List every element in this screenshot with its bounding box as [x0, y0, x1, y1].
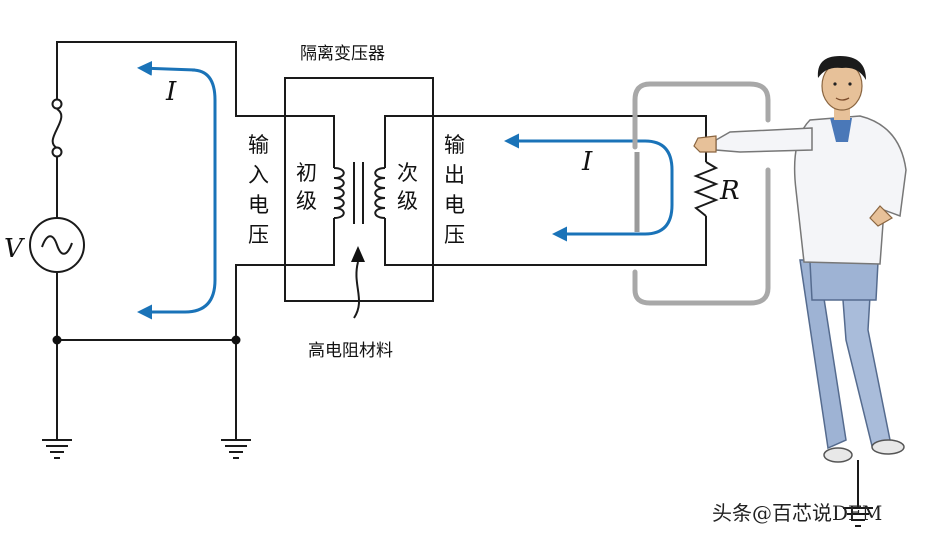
output-voltage-label-3: 电: [444, 193, 465, 217]
input-voltage-label-1: 输: [248, 133, 269, 157]
current-symbol-right: I: [581, 147, 593, 177]
secondary-label-1: 次: [397, 161, 418, 185]
output-voltage-label-4: 压: [444, 223, 465, 247]
fuse-icon: [51, 98, 63, 158]
current-flow-arrow-left: [137, 68, 217, 320]
source-voltage-symbol: V: [4, 234, 25, 264]
secondary-wire-top: [433, 115, 707, 162]
hand-loop-top-right: [657, 81, 771, 123]
secondary-winding-top: [384, 115, 433, 168]
junction-dot-left: [52, 335, 62, 345]
primary-label-2: 级: [296, 189, 317, 213]
transformer-title: 隔离变压器: [300, 44, 385, 64]
watermark-text: 头条@百芯说DFM: [712, 501, 882, 525]
secondary-wire-bottom: [433, 216, 707, 266]
input-voltage-label-3: 电: [248, 193, 269, 217]
primary-winding-bottom: [285, 218, 335, 266]
insulation-pointer-line: [353, 261, 361, 319]
output-voltage-label-2: 出: [444, 163, 465, 187]
insulation-material-label: 高电阻材料: [308, 341, 393, 361]
output-voltage-label-1: 输: [444, 133, 465, 157]
resistor-icon: [693, 161, 719, 217]
hand-loop-top-left: [632, 81, 666, 150]
current-symbol-left: I: [165, 77, 177, 107]
ground-icon-person: [843, 507, 873, 527]
insulation-pointer-arrowhead: [351, 246, 365, 262]
ac-source-icon: [29, 217, 85, 273]
hand-loop-bottom: [632, 167, 771, 306]
input-voltage-label-2: 入: [248, 163, 269, 187]
current-flow-arrow-left-top: [137, 60, 196, 76]
primary-label-1: 初: [296, 161, 317, 185]
input-voltage-label-4: 压: [248, 223, 269, 247]
secondary-coil-icon: [374, 167, 386, 219]
primary-coil-icon: [333, 167, 345, 219]
secondary-label-2: 级: [397, 189, 418, 213]
secondary-winding-bottom: [384, 218, 433, 266]
person-illustration: [693, 56, 907, 463]
primary-winding-top: [285, 115, 335, 168]
ground-icon-left: [42, 439, 72, 459]
ground-icon-right: [221, 439, 251, 459]
junction-dot-right: [231, 335, 241, 345]
current-flow-arrow-right-bottom: [510, 139, 674, 242]
primary-circuit-wires: [56, 41, 285, 440]
resistor-symbol: R: [719, 176, 740, 206]
